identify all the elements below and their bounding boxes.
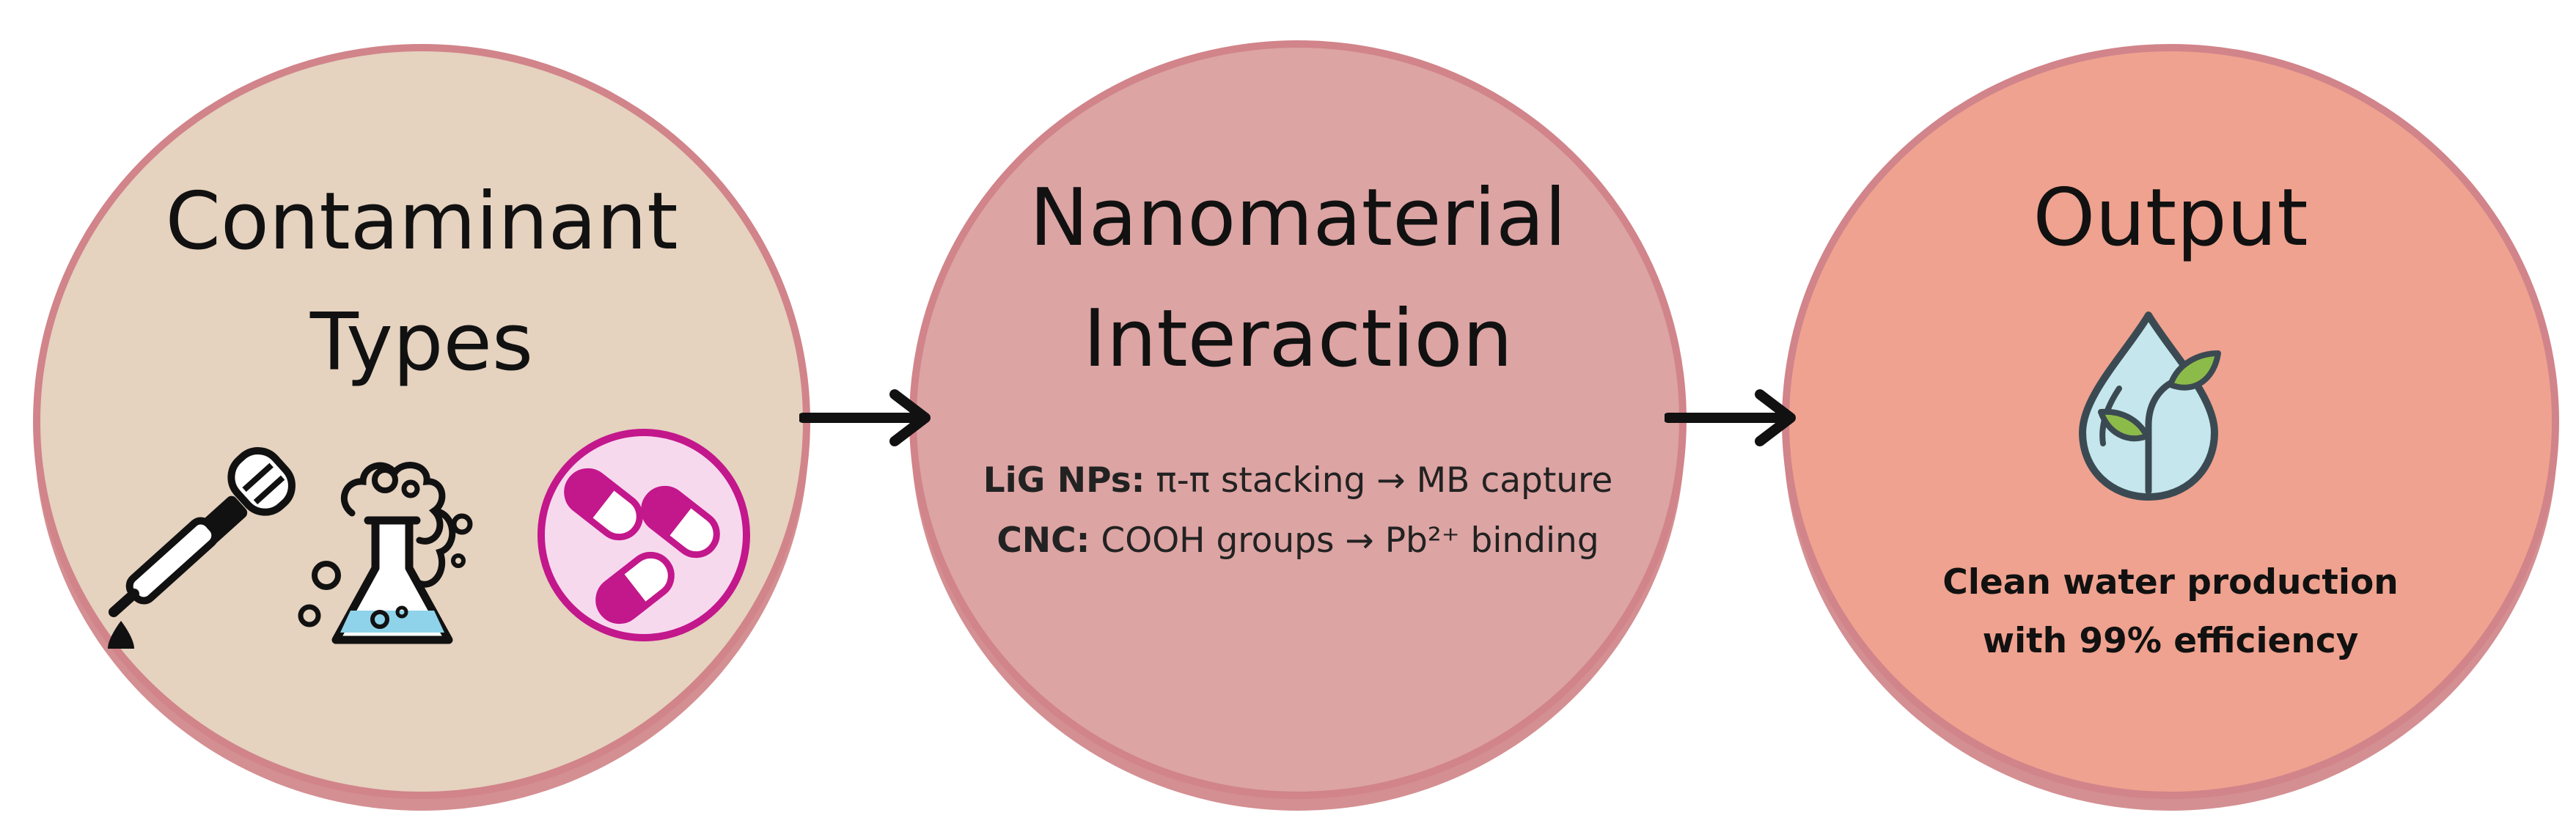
contaminant-types-title: Contaminant Types: [40, 161, 803, 403]
description-line: Clean water production: [1942, 562, 2399, 603]
output-circle: Output Clean water production with 99% e…: [1782, 44, 2559, 799]
detail-row: LiG NPs: π-π stacking → MB capture: [946, 451, 1650, 511]
dropper-icon: [108, 447, 296, 649]
title-line: Nanomaterial: [1029, 172, 1567, 264]
title-line: Interaction: [1083, 293, 1513, 385]
arrow-right-icon: [799, 389, 931, 446]
pills-icon: [537, 429, 750, 641]
chemical-flask-icon: [298, 462, 473, 644]
detail-row: CNC: COOH groups → Pb²⁺ binding: [946, 511, 1650, 571]
water-drop-plant-icon: [2079, 312, 2221, 501]
title-line: Types: [309, 297, 534, 388]
detail-text: COOH groups → Pb²⁺ binding: [1090, 520, 1599, 561]
nanomaterial-interaction-circle: Nanomaterial Interaction LiG NPs: π-π st…: [909, 40, 1687, 799]
contaminant-types-circle: Contaminant Types: [33, 44, 810, 799]
arrow-right-icon: [1665, 389, 1796, 446]
detail-label: LiG NPs:: [983, 460, 1145, 501]
output-title: Output: [2033, 172, 2308, 264]
detail-label: CNC:: [997, 520, 1090, 561]
output-description: Clean water production with 99% efficien…: [1848, 553, 2493, 671]
detail-text: π-π stacking → MB capture: [1145, 460, 1613, 501]
nanomaterial-interaction-title: Nanomaterial Interaction: [917, 158, 1679, 399]
title-line: Contaminant: [165, 176, 678, 268]
interaction-details: LiG NPs: π-π stacking → MB capture CNC: …: [946, 451, 1650, 571]
description-line: with 99% efficiency: [1982, 621, 2359, 661]
